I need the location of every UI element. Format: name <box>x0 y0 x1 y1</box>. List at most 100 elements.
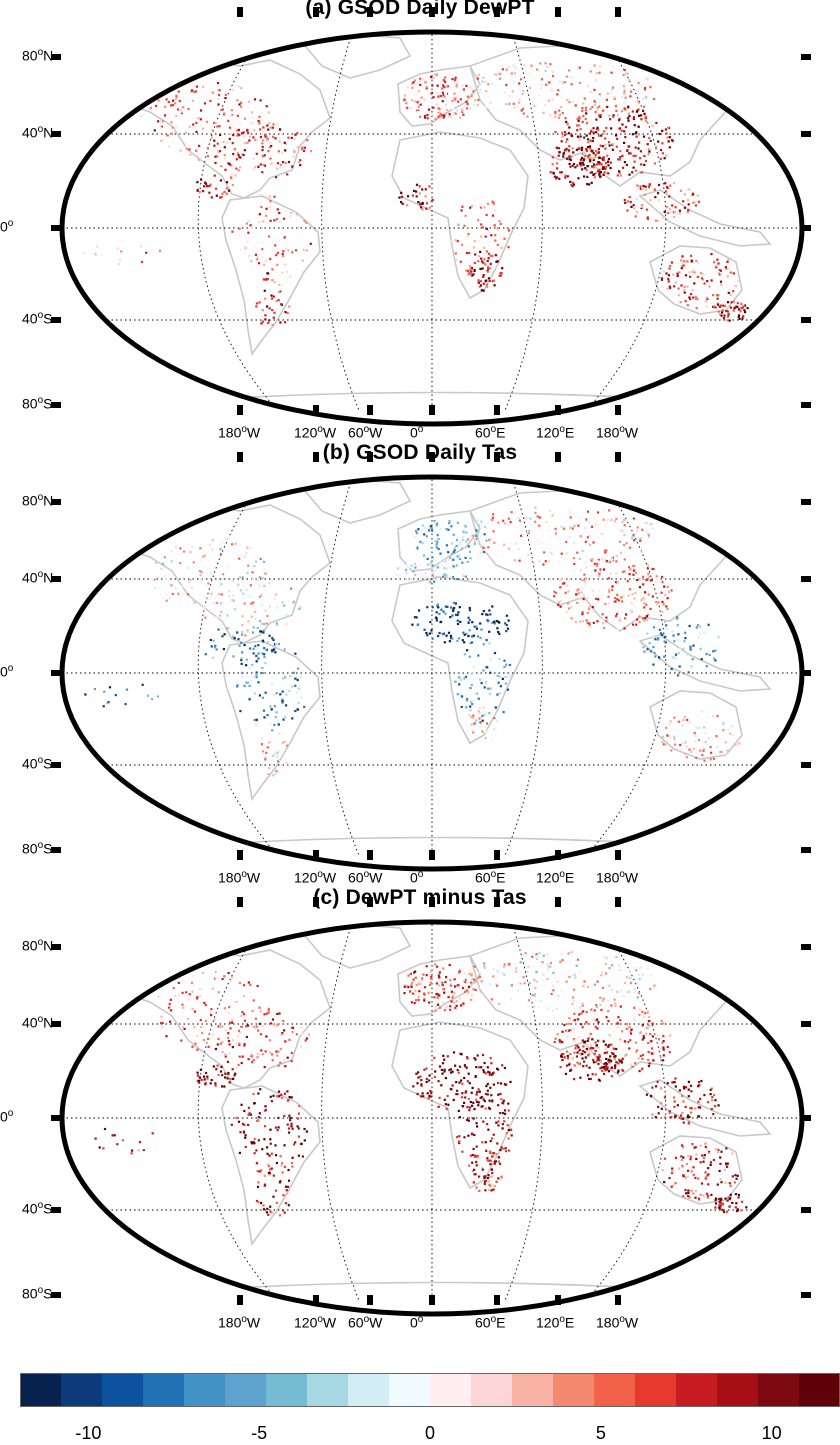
station-point <box>682 200 685 203</box>
station-point <box>567 149 570 152</box>
station-point <box>182 1006 185 1009</box>
station-point <box>270 708 273 711</box>
station-point <box>227 119 230 122</box>
station-point <box>548 509 552 512</box>
station-point <box>274 1126 277 1129</box>
station-point <box>209 1082 212 1085</box>
station-point <box>644 591 647 594</box>
station-point <box>589 70 592 73</box>
station-point <box>586 510 589 513</box>
station-point <box>528 87 532 90</box>
station-point <box>238 166 242 169</box>
station-point <box>496 674 499 677</box>
station-point <box>252 136 255 139</box>
station-point <box>618 964 621 967</box>
station-point <box>504 682 507 685</box>
station-point <box>232 581 235 584</box>
station-point <box>497 681 500 684</box>
station-point <box>689 1158 692 1161</box>
station-point <box>566 1057 569 1060</box>
station-point <box>681 724 684 727</box>
station-point <box>499 222 502 225</box>
station-point <box>458 553 461 556</box>
station-point <box>211 136 214 139</box>
station-point <box>446 109 449 112</box>
station-point <box>483 258 486 261</box>
station-point <box>653 188 656 191</box>
station-point <box>579 597 582 601</box>
station-point <box>727 728 730 731</box>
station-point <box>449 556 452 559</box>
station-point <box>657 1105 660 1109</box>
station-point <box>261 261 264 265</box>
station-point <box>420 206 423 209</box>
station-point <box>695 756 698 759</box>
station-point <box>216 596 219 599</box>
station-point <box>467 1119 470 1122</box>
station-point <box>622 995 626 998</box>
station-point <box>282 767 285 770</box>
station-point <box>646 567 649 570</box>
station-point <box>418 77 422 80</box>
station-point <box>472 731 475 734</box>
station-point <box>598 574 601 577</box>
station-point <box>652 1051 656 1054</box>
station-point <box>699 1097 702 1100</box>
station-point <box>680 284 683 287</box>
station-point <box>606 518 609 522</box>
station-point <box>266 641 269 644</box>
station-point <box>435 575 438 578</box>
station-point <box>265 649 268 652</box>
station-point <box>664 190 667 193</box>
station-point <box>253 98 257 101</box>
station-point <box>275 622 278 625</box>
station-point <box>600 625 603 628</box>
map-plot <box>51 7 811 427</box>
station-point <box>621 529 624 532</box>
station-point <box>264 662 267 665</box>
station-point <box>439 528 442 531</box>
station-point <box>605 560 608 563</box>
station-point <box>558 80 561 83</box>
station-point <box>565 157 569 160</box>
latitude-tick <box>51 317 61 323</box>
station-point <box>275 755 278 758</box>
station-point <box>185 131 188 134</box>
station-point <box>692 747 695 750</box>
station-point <box>730 301 733 304</box>
station-point <box>571 185 574 188</box>
station-point <box>626 117 630 120</box>
station-point <box>231 543 234 546</box>
station-point <box>456 109 459 112</box>
station-point <box>554 977 557 981</box>
station-point <box>596 127 599 130</box>
station-point <box>712 1158 715 1161</box>
station-point <box>680 267 683 270</box>
station-point <box>581 549 584 553</box>
station-point <box>597 598 600 601</box>
station-point <box>247 258 250 261</box>
station-point <box>553 595 556 598</box>
station-point <box>632 166 635 169</box>
station-point <box>636 109 639 112</box>
station-point <box>551 71 554 74</box>
station-point <box>278 283 281 286</box>
station-point <box>244 1136 247 1139</box>
station-point <box>206 1077 209 1080</box>
station-point <box>665 624 668 627</box>
station-point <box>519 982 522 985</box>
station-point <box>634 571 638 574</box>
station-point <box>486 1123 489 1126</box>
station-point <box>102 1147 105 1150</box>
station-point <box>684 274 688 277</box>
station-point <box>429 553 432 556</box>
station-point <box>478 285 481 288</box>
station-point <box>623 84 626 87</box>
station-point <box>626 72 629 75</box>
station-point <box>262 631 265 634</box>
station-point <box>272 759 275 763</box>
station-point <box>234 174 237 177</box>
station-point <box>634 154 637 157</box>
station-point <box>597 97 600 100</box>
station-point <box>454 112 457 115</box>
